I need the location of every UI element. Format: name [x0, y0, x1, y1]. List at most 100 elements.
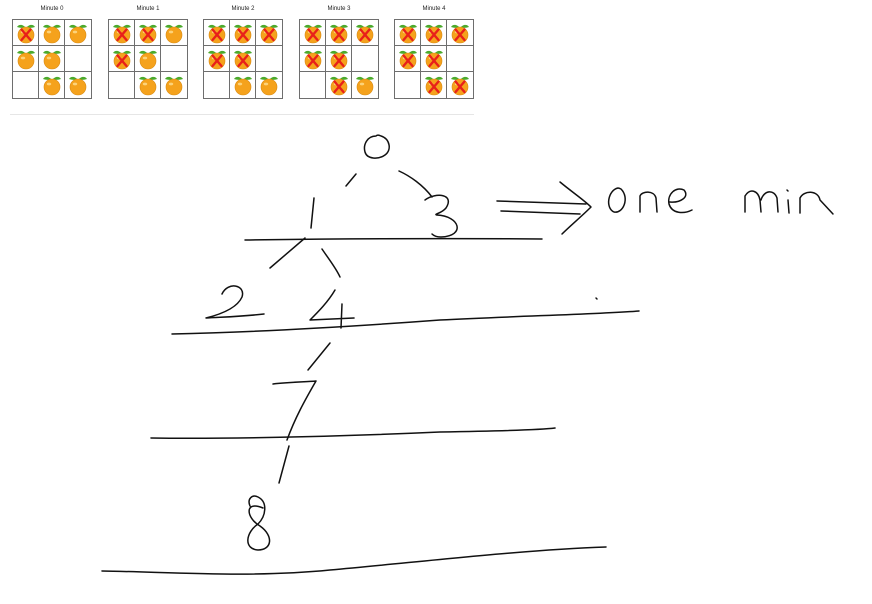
stray-dot — [595, 297, 598, 300]
orange-icon — [43, 24, 61, 44]
grid-cell-rotten — [421, 46, 447, 72]
grid-cell-fresh — [39, 72, 65, 98]
handwritten-digit-4 — [309, 289, 355, 329]
rotten-orange-icon — [17, 24, 35, 44]
orange-icon — [69, 76, 87, 96]
rotten-orange-icon — [113, 50, 131, 70]
grid-cell-empty — [395, 72, 421, 98]
minute-divider-line-1 — [244, 237, 543, 241]
rotten-orange-icon — [399, 50, 417, 70]
grid-cell-rotten — [326, 72, 352, 98]
grid-cell-rotten — [300, 20, 326, 46]
rotten-orange-icon — [425, 76, 443, 96]
minute-panel: Minute 4 — [394, 4, 474, 99]
grid-cell-empty — [65, 46, 91, 72]
orange-grid — [299, 19, 379, 99]
minute-panel: Minute 3 — [299, 4, 379, 99]
panel-title: Minute 0 — [40, 6, 64, 12]
rotten-orange-icon — [451, 76, 469, 96]
grid-cell-fresh — [256, 72, 282, 98]
tree-branch-4-7 — [307, 342, 331, 371]
panel-title: Minute 3 — [327, 6, 351, 12]
grid-cell-empty — [352, 46, 378, 72]
orange-icon — [234, 76, 252, 96]
grid-cell-fresh — [39, 20, 65, 46]
annotation-one-min-i — [786, 189, 790, 214]
grid-cell-rotten — [230, 20, 256, 46]
rotten-orange-icon — [304, 24, 322, 44]
grid-cell-fresh — [161, 72, 187, 98]
orange-icon — [356, 76, 374, 96]
grid-cell-fresh — [65, 20, 91, 46]
grid-cell-rotten — [230, 46, 256, 72]
grid-cell-rotten — [135, 20, 161, 46]
grid-cell-empty — [204, 72, 230, 98]
grid-cell-rotten — [204, 46, 230, 72]
rotten-orange-icon — [451, 24, 469, 44]
annotation-one-min-n2 — [799, 191, 834, 215]
minute-panel: Minute 0 — [12, 4, 92, 99]
grid-cell-fresh — [65, 72, 91, 98]
rotten-orange-icon — [304, 50, 322, 70]
grid-cell-rotten — [300, 46, 326, 72]
minute-panel: Minute 2 — [203, 4, 283, 99]
grid-cell-empty — [256, 46, 282, 72]
grid-cell-fresh — [39, 46, 65, 72]
minute-divider-line-4 — [101, 546, 607, 575]
orange-icon — [43, 76, 61, 96]
grid-cell-rotten — [109, 20, 135, 46]
rotten-orange-icon — [330, 50, 348, 70]
grid-cell-fresh — [161, 20, 187, 46]
rotten-orange-icon — [330, 24, 348, 44]
rotten-orange-icon — [113, 24, 131, 44]
minute-divider-line-3 — [150, 427, 556, 439]
grid-cell-rotten — [395, 46, 421, 72]
grid-cell-rotten — [447, 72, 473, 98]
grid-cell-rotten — [204, 20, 230, 46]
rotten-orange-icon — [234, 24, 252, 44]
orange-grid — [203, 19, 283, 99]
arrow-shaft-top — [496, 200, 587, 205]
rotten-orange-icon — [425, 50, 443, 70]
orange-grid — [394, 19, 474, 99]
arrow-shaft-bottom — [500, 210, 581, 215]
grid-cell-rotten — [447, 20, 473, 46]
grid-cell-rotten — [109, 46, 135, 72]
handwritten-digit-3 — [424, 194, 458, 238]
orange-icon — [260, 76, 278, 96]
grid-cell-empty — [447, 46, 473, 72]
rotten-orange-icon — [425, 24, 443, 44]
panel-title: Minute 1 — [136, 6, 160, 12]
grid-cell-rotten — [395, 20, 421, 46]
tree-branch-left — [345, 173, 357, 187]
grid-cell-rotten — [421, 20, 447, 46]
annotation-one-min-m — [744, 190, 779, 213]
grid-cell-rotten — [326, 20, 352, 46]
handwritten-digit-7 — [272, 380, 317, 441]
minute-panels-strip: Minute 0 Minute 1 Minute 2 Minute 3 Minute 4 — [10, 0, 474, 116]
grid-cell-rotten — [326, 46, 352, 72]
grid-cell-fresh — [13, 46, 39, 72]
tree-branch-7-8 — [278, 445, 290, 484]
annotation-one-min — [607, 187, 626, 213]
orange-icon — [17, 50, 35, 70]
rotten-orange-icon — [208, 50, 226, 70]
rotten-orange-icon — [356, 24, 374, 44]
tree-branch-1-2 — [269, 237, 306, 269]
orange-icon — [139, 76, 157, 96]
grid-cell-empty — [161, 46, 187, 72]
tree-branch-1-4 — [321, 248, 341, 278]
orange-icon — [139, 50, 157, 70]
orange-icon — [165, 76, 183, 96]
orange-icon — [43, 50, 61, 70]
grid-cell-fresh — [135, 72, 161, 98]
orange-grid — [108, 19, 188, 99]
grid-cell-rotten — [421, 72, 447, 98]
rotten-orange-icon — [139, 24, 157, 44]
grid-cell-rotten — [352, 20, 378, 46]
handwritten-digit-2 — [205, 285, 265, 319]
minute-divider-line-2 — [171, 310, 640, 335]
rotten-orange-icon — [260, 24, 278, 44]
orange-grid — [12, 19, 92, 99]
rotten-orange-icon — [208, 24, 226, 44]
